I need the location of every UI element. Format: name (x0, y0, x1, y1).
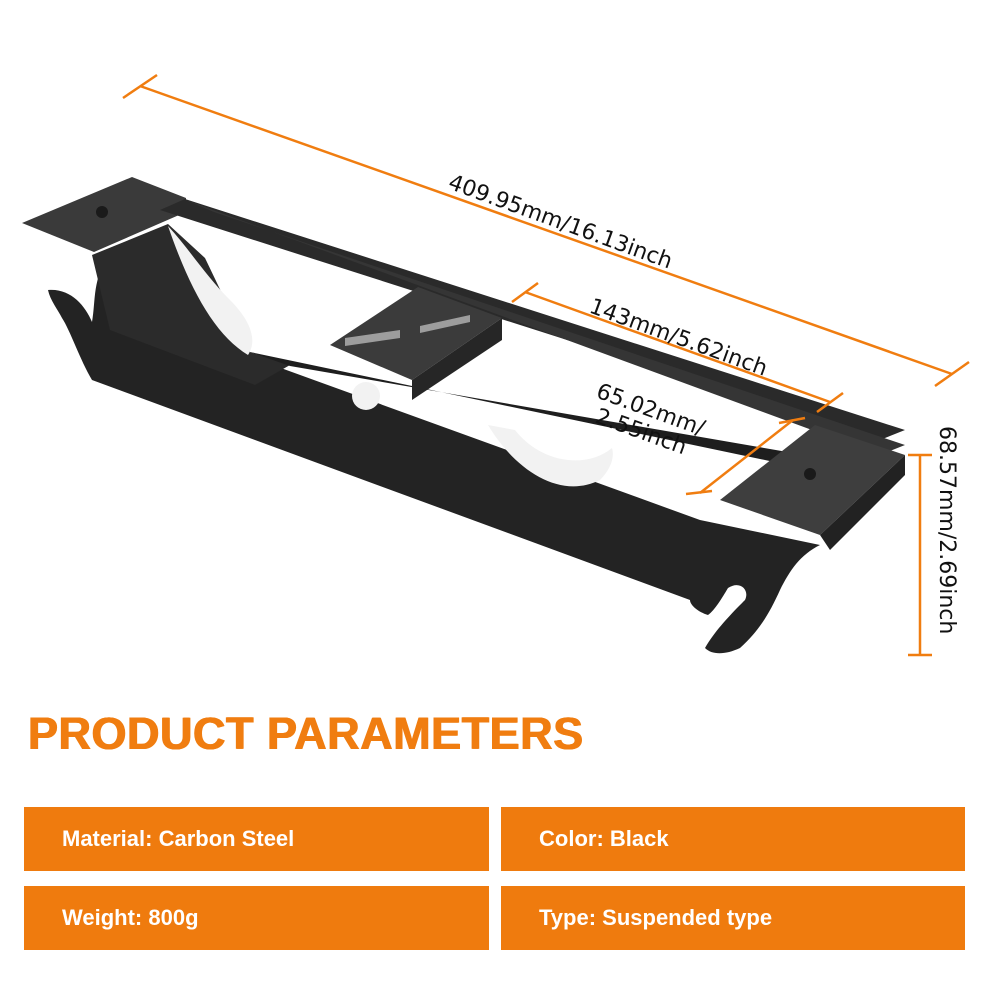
dimension-lines (122, 73, 970, 657)
section-title: PRODUCT PARAMETERS (28, 708, 584, 759)
color-parameter: Color: Black (501, 807, 965, 871)
type-parameter: Type: Suspended type (501, 886, 965, 950)
overall-length-label: 409.95mm/16.13inch (445, 170, 676, 274)
material-parameter: Material: Carbon Steel (24, 807, 489, 871)
product-diagram: 409.95mm/16.13inch 143mm/5.62inch 65.02m… (22, 73, 970, 657)
bracket-image (22, 177, 905, 654)
weight-parameter: Weight: 800g (24, 886, 489, 950)
height-label: 68.57mm/2.69inch (934, 426, 959, 634)
